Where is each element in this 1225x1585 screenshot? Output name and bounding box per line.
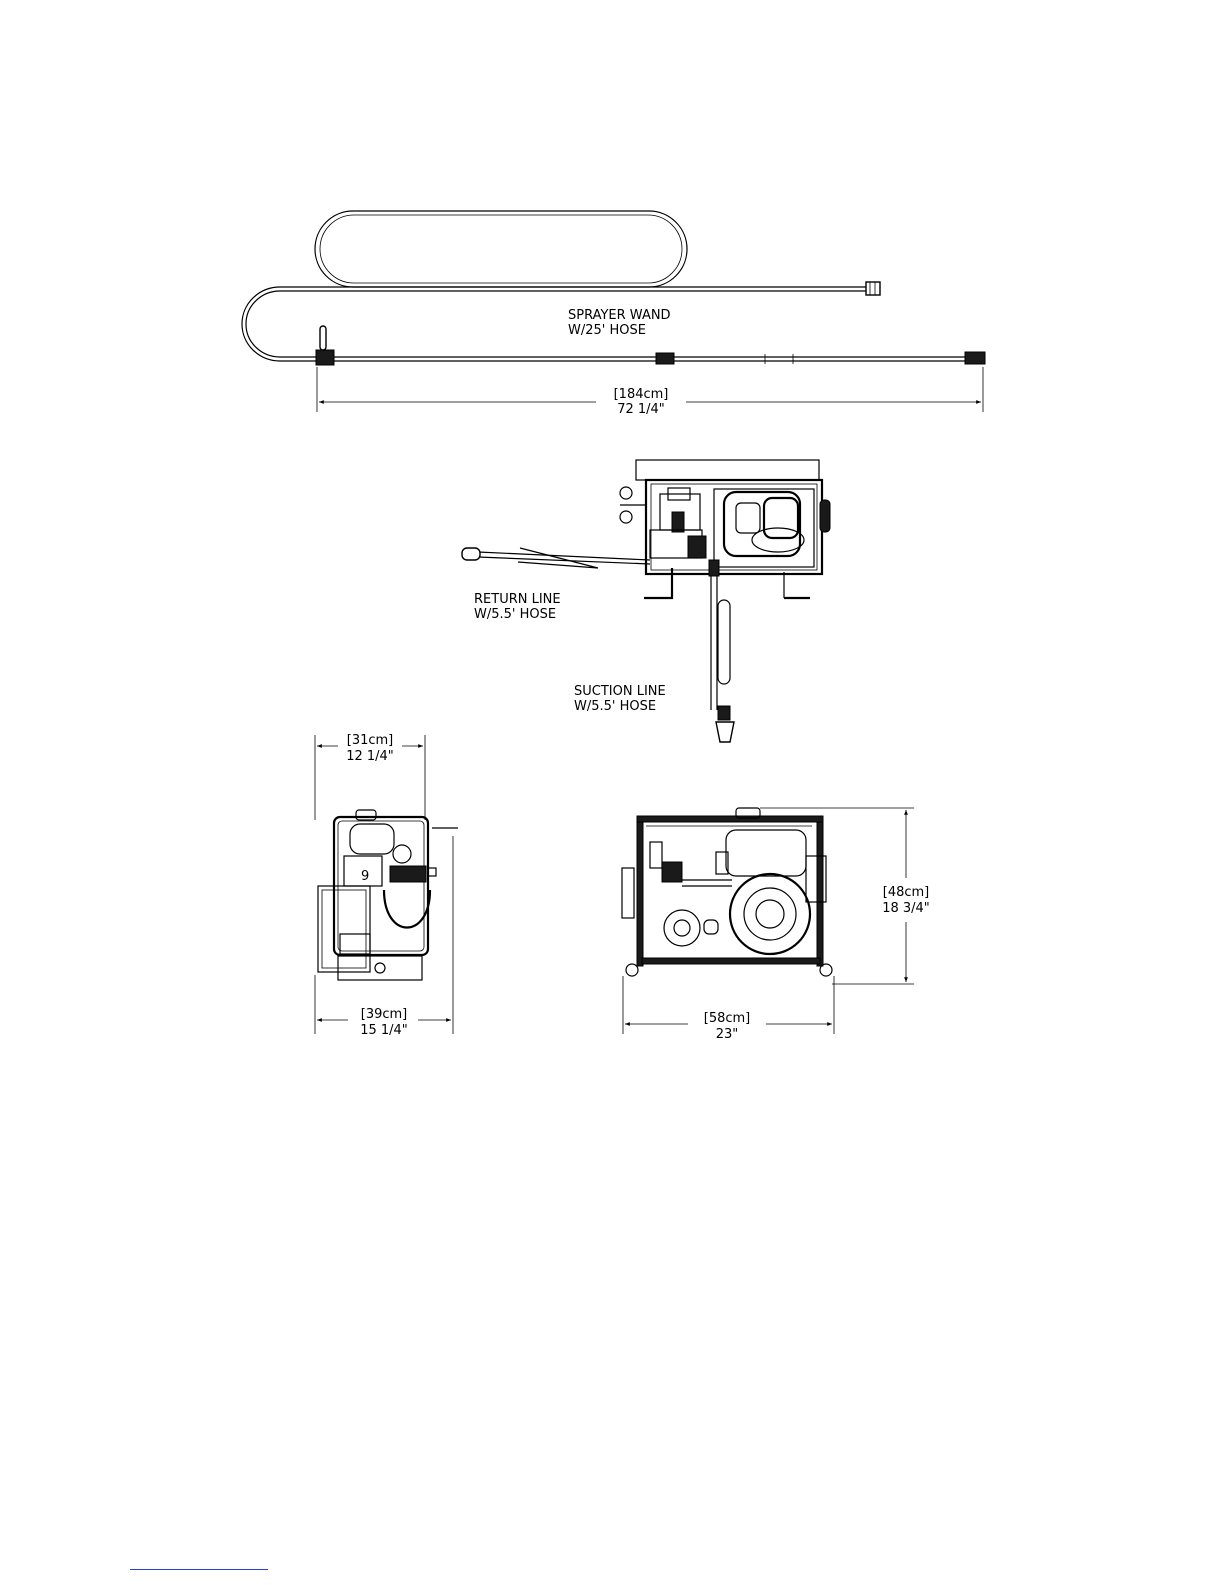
front-height-metric: [48cm] bbox=[883, 885, 930, 900]
front-view-frame bbox=[626, 816, 832, 976]
front-view: [48cm] 18 3/4" [58cm] 23" bbox=[622, 808, 930, 1042]
wand-label-line2: W/25' HOSE bbox=[568, 323, 646, 338]
return-line-label-line1: RETURN LINE bbox=[474, 592, 561, 607]
side-view-top-dimension: [31cm] 12 1/4" bbox=[315, 733, 425, 820]
engine-mark: 9 bbox=[361, 869, 369, 884]
side-top-width-imperial: 12 1/4" bbox=[346, 749, 394, 764]
wand-hose-coil bbox=[242, 211, 868, 361]
side-top-width-metric: [31cm] bbox=[347, 733, 394, 748]
side-view-bottom-dimension: [39cm] 15 1/4" bbox=[315, 836, 453, 1038]
side-bottom-width-imperial: 15 1/4" bbox=[360, 1023, 408, 1038]
return-line-label-line2: W/5.5' HOSE bbox=[474, 607, 556, 622]
suction-line-label-line2: W/5.5' HOSE bbox=[574, 699, 656, 714]
front-width-metric: [58cm] bbox=[704, 1011, 751, 1026]
wand-length-imperial: 72 1/4" bbox=[617, 402, 665, 417]
front-view-engine bbox=[716, 808, 826, 954]
side-view-body: 9 bbox=[318, 810, 458, 980]
suction-line-label-line1: SUCTION LINE bbox=[574, 684, 666, 699]
top-view-pump bbox=[620, 487, 706, 558]
footnote-rule bbox=[130, 1569, 268, 1570]
wand-length-metric: [184cm] bbox=[614, 387, 669, 402]
return-line-hose bbox=[462, 548, 650, 568]
top-view-frame bbox=[636, 460, 822, 574]
top-view-feet bbox=[644, 568, 810, 598]
side-view: [31cm] 12 1/4" 9 [39cm] bbox=[315, 733, 458, 1038]
front-width-imperial: 23" bbox=[716, 1027, 739, 1042]
sprayer-wand-view: SPRAYER WAND W/25' HOSE [184cm] 72 1/4" bbox=[242, 211, 985, 417]
wand-hose-fitting bbox=[866, 282, 880, 295]
top-view-engine bbox=[714, 489, 830, 567]
front-height-imperial: 18 3/4" bbox=[882, 901, 930, 916]
suction-line-hose bbox=[709, 560, 734, 742]
front-view-width-dimension: [58cm] 23" bbox=[623, 976, 834, 1042]
top-view: RETURN LINE W/5.5' HOSE SUCTION LINE W/5… bbox=[462, 460, 830, 742]
wand-label-line1: SPRAYER WAND bbox=[568, 308, 671, 323]
side-bottom-width-metric: [39cm] bbox=[361, 1007, 408, 1022]
